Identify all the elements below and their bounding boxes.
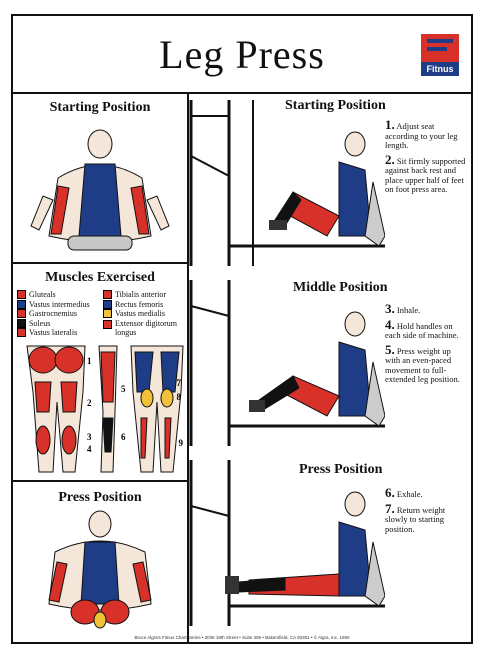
diagram-label-3: 3 bbox=[87, 432, 92, 442]
legend-item-vastus-medialis: Vastus medialis bbox=[103, 309, 187, 319]
machine-middle-illustration bbox=[189, 280, 385, 446]
logo-mark-icon bbox=[421, 34, 459, 62]
legend-item-vastus-lateralis: Vastus lateralis bbox=[17, 328, 90, 338]
footer-credits: Bruce Algra's Fitnus Chart Series • 3035… bbox=[134, 635, 350, 640]
press-position-panel: Press Position bbox=[13, 482, 187, 640]
diagram-label-1: 1 bbox=[87, 356, 92, 366]
starting-position-panel: Starting Position bbox=[13, 94, 187, 264]
legend-item-gluteals: Gluteals bbox=[17, 290, 90, 300]
right-column: Starting Position 1. Adjust seat accordi… bbox=[189, 94, 471, 642]
legend-item-extensor-digitorum: Extensor digitorum longus bbox=[103, 319, 187, 338]
step-5: 5. Press weight up with an even-paced mo… bbox=[385, 341, 460, 384]
legend-item-rectus-femoris: Rectus femoris bbox=[103, 300, 187, 310]
diagram-label-8: 8 bbox=[177, 392, 182, 402]
press-back-illustration bbox=[48, 510, 152, 629]
diagram-label-5: 5 bbox=[121, 384, 126, 394]
leg-muscles-diagram: 1 2 3 4 5 6 7 8 9 bbox=[26, 345, 184, 473]
legend-item-vastus-intermedius: Vastus intermedius bbox=[17, 300, 90, 310]
muscles-exercised-heading: Muscles Exercised bbox=[45, 270, 155, 285]
muscles-exercised-panel: Muscles Exercised Gluteals Vastus interm… bbox=[13, 264, 187, 482]
step-section-press: Press Position 6. Exhale. 7. Return weig… bbox=[189, 454, 471, 634]
step-1: 1. Adjust seat according to your leg len… bbox=[385, 117, 458, 150]
diagram-label-6: 6 bbox=[121, 432, 126, 442]
step-4: 4. Hold handles on each side of machine. bbox=[385, 316, 459, 340]
step-section-starting: Starting Position 1. Adjust seat accordi… bbox=[189, 94, 471, 274]
machine-starting-illustration bbox=[189, 100, 385, 266]
step-7: 7. Return weight slowly to starting posi… bbox=[385, 500, 446, 534]
title-bar: Leg Press Fitnus bbox=[13, 16, 471, 94]
legend-item-soleus: Soleus bbox=[17, 319, 90, 329]
diagram-label-9: 9 bbox=[179, 438, 184, 448]
section-title-starting: Starting Position bbox=[285, 98, 386, 113]
diagram-label-4: 4 bbox=[87, 444, 92, 454]
page-title: Leg Press bbox=[159, 32, 325, 77]
logo-text: Fitnus bbox=[421, 62, 459, 76]
starting-position-heading: Starting Position bbox=[49, 100, 151, 115]
steps-press: 6. Exhale. 7. Return weight slowly to st… bbox=[385, 485, 467, 538]
step-2: 2. Sit firmly supported against back res… bbox=[385, 151, 466, 194]
machine-press-illustration bbox=[189, 460, 385, 626]
legend-item-gastrocnemius: Gastrocnemius bbox=[17, 309, 90, 319]
back-muscles-illustration bbox=[30, 129, 170, 251]
step-3: 3. Inhale. bbox=[385, 301, 421, 316]
step-section-middle: Middle Position 3. Inhale. 4. Hold handl… bbox=[189, 274, 471, 454]
legend-item-tibialis-anterior: Tibialis anterior bbox=[103, 290, 187, 300]
press-position-heading: Press Position bbox=[58, 490, 142, 505]
poster: Leg Press Fitnus Starting Position Muscl… bbox=[11, 14, 473, 644]
left-column: Starting Position Muscles Exercised Glut… bbox=[13, 94, 189, 642]
diagram-label-2: 2 bbox=[87, 398, 92, 408]
steps-starting: 1. Adjust seat according to your leg len… bbox=[385, 117, 467, 199]
steps-middle: 3. Inhale. 4. Hold handles on each side … bbox=[385, 301, 467, 389]
diagram-label-7: 7 bbox=[177, 378, 182, 388]
step-6: 6. Exhale. bbox=[385, 485, 423, 500]
section-title-middle: Middle Position bbox=[293, 280, 388, 295]
section-title-press: Press Position bbox=[299, 462, 383, 477]
fitnus-logo: Fitnus bbox=[421, 34, 459, 76]
